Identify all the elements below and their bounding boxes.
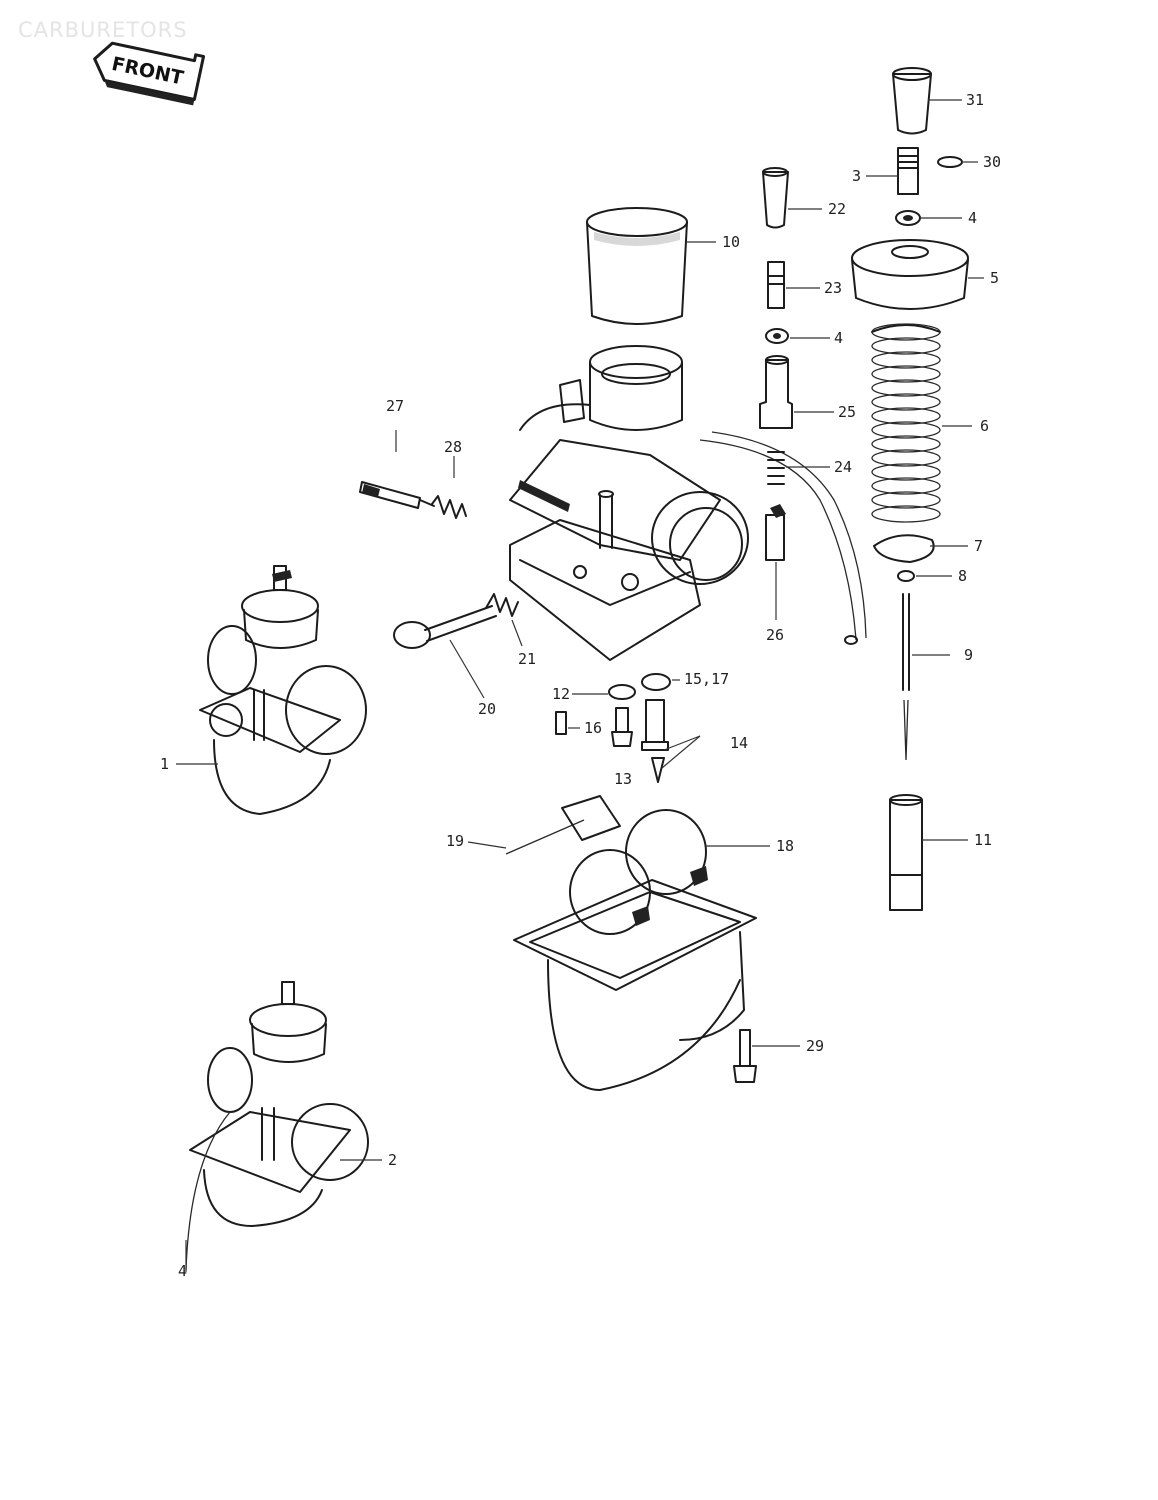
jets-group — [555, 673, 671, 783]
callout-10: 10 — [722, 233, 740, 251]
part-1-carburetor — [199, 565, 367, 815]
callout-23: 23 — [824, 279, 842, 297]
callout-2: 2 — [388, 1151, 397, 1169]
callout-8: 8 — [958, 567, 967, 585]
callout-20: 20 — [478, 700, 496, 718]
slide-assembly — [851, 67, 969, 333]
callout-29: 29 — [806, 1037, 824, 1055]
callout-28: 28 — [444, 438, 462, 456]
part-6-spring — [871, 323, 941, 523]
callout-12: 12 — [552, 685, 570, 703]
callout-7: 7 — [974, 537, 983, 555]
callout-18: 18 — [776, 837, 794, 855]
part-10-tube — [586, 207, 688, 325]
callout-24: 24 — [834, 458, 852, 476]
callout-14: 14 — [730, 734, 748, 752]
callout-9: 9 — [964, 646, 973, 664]
front-arrow-badge: FRONT — [93, 41, 206, 106]
callout-16: 16 — [584, 719, 602, 737]
float-bowl — [513, 879, 757, 1091]
callout-6: 6 — [980, 417, 989, 435]
callout-19: 19 — [446, 832, 464, 850]
callout-11: 11 — [974, 831, 992, 849]
carburetor-body — [509, 345, 867, 661]
callout-21: 21 — [518, 650, 536, 668]
part-18-floats — [505, 795, 708, 935]
part-7-9-needle — [873, 534, 935, 911]
callout-4-bottom: 4 — [178, 1262, 187, 1280]
callout-27: 27 — [386, 397, 404, 415]
callout-3: 3 — [852, 167, 861, 185]
callout-26: 26 — [766, 626, 784, 644]
leader-lines — [176, 99, 984, 1272]
callout-4-mid: 4 — [834, 329, 843, 347]
callout-labels: 31 30 3 22 4 10 23 5 4 25 27 28 24 6 7 8… — [160, 91, 1001, 1280]
callout-13: 13 — [614, 770, 632, 788]
callout-25: 25 — [838, 403, 856, 421]
page-title: CARBURETORS — [18, 18, 188, 42]
needle-jet-stack — [759, 167, 793, 561]
part-2-carburetor — [185, 981, 369, 1271]
callout-4-top: 4 — [968, 209, 977, 227]
part-28-pilot-screw — [359, 481, 467, 519]
callout-30: 30 — [983, 153, 1001, 171]
callout-1: 1 — [160, 755, 169, 773]
part-29-screw — [733, 1029, 757, 1083]
callout-5: 5 — [990, 269, 999, 287]
part-20-idle-screw — [393, 593, 519, 649]
callout-31: 31 — [966, 91, 984, 109]
callout-15-17: 15,17 — [684, 670, 729, 688]
callout-22: 22 — [828, 200, 846, 218]
